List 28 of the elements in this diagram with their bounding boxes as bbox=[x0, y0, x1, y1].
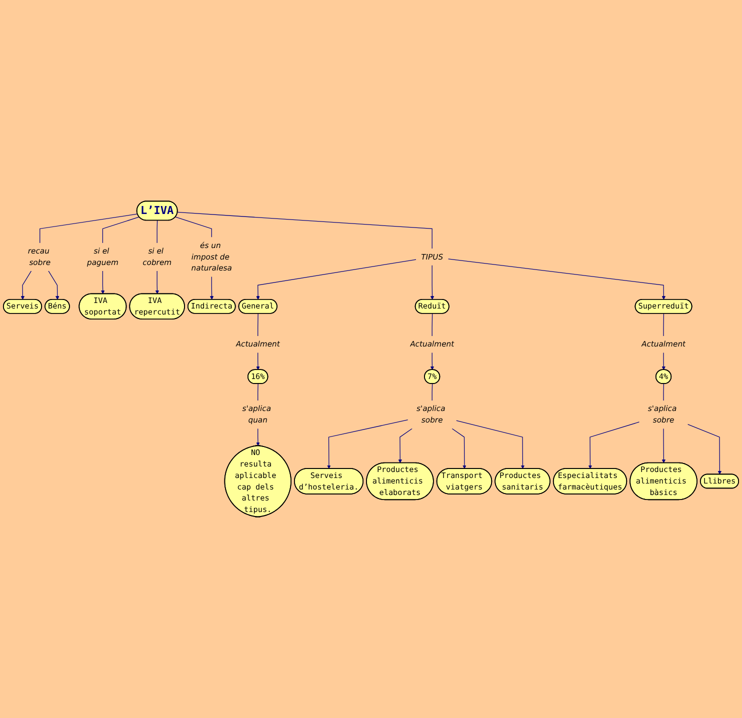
arrow bbox=[256, 428, 260, 446]
connector bbox=[177, 212, 432, 249]
arrow bbox=[210, 276, 214, 300]
arrow bbox=[456, 420, 525, 469]
arrow bbox=[588, 422, 640, 469]
connector bbox=[175, 216, 212, 238]
arrow bbox=[48, 270, 60, 300]
connector bbox=[432, 313, 433, 336]
arrow bbox=[662, 352, 666, 370]
connector bbox=[663, 384, 664, 401]
arrow bbox=[327, 420, 408, 469]
connector bbox=[40, 214, 138, 244]
connector bbox=[102, 216, 140, 244]
arrow bbox=[448, 258, 666, 300]
arrow bbox=[398, 428, 412, 464]
connector bbox=[663, 313, 664, 336]
connector bbox=[432, 384, 433, 401]
arrow bbox=[452, 428, 466, 469]
arrow bbox=[20, 270, 32, 300]
arrow bbox=[430, 264, 434, 300]
connector bbox=[156, 220, 158, 244]
arrow bbox=[256, 352, 260, 370]
arrow bbox=[155, 270, 160, 294]
arrow bbox=[687, 424, 722, 475]
arrow bbox=[256, 259, 416, 300]
arrow bbox=[662, 428, 666, 464]
arrow bbox=[430, 352, 434, 370]
arrow bbox=[100, 270, 105, 294]
